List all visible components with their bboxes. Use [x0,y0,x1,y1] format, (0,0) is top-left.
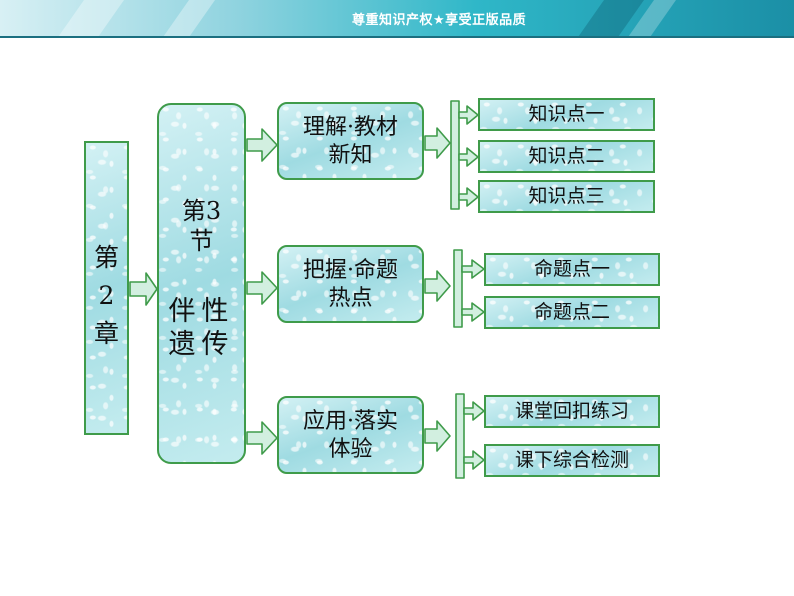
arrow-topic1-to-bracket [424,127,451,159]
knowledge-point-3[interactable]: 知识点三 [478,180,655,213]
section-title-line1: 伴性 [168,296,235,327]
section-title-line2: 遗传 [168,329,235,360]
proposition-point-1[interactable]: 命题点一 [484,253,660,286]
knowledge-point-1[interactable]: 知识点一 [478,98,655,131]
topic-apply-practice[interactable]: 应用·落实 体验 [277,396,424,474]
arrow-topic2-to-bracket [424,270,451,302]
header-bar: 尊重知识产权★享受正版品质 [0,0,794,36]
header-title: 尊重知识产权★享受正版品质 [352,13,527,28]
chapter-box: 第 2 章 [84,141,129,435]
chapter-char: 2 [98,281,115,310]
arrow-to-item [461,302,485,322]
header-divider [0,36,794,38]
after-class-comprehensive-test[interactable]: 课下综合检测 [484,444,660,477]
arrow-to-item [458,187,479,207]
arrow-section-to-topic1 [246,128,278,162]
knowledge-point-2[interactable]: 知识点二 [478,140,655,173]
arrow-chapter-to-section [129,272,158,306]
topic-title-line1: 把握·命题 [303,258,398,283]
topic-title-line2: 热点 [328,286,373,311]
section-suffix: 节 [189,227,214,255]
arrow-to-item [458,147,479,167]
arrow-section-to-topic2 [246,271,278,305]
topic-title-line2: 新知 [328,143,373,168]
proposition-point-2[interactable]: 命题点二 [484,296,660,329]
section-box: 第3 节 伴性 遗传 [157,103,246,464]
section-number: 第3 [181,197,222,225]
arrow-to-item [463,401,485,421]
chapter-label: 第 2 章 [86,239,127,353]
topic-title-line1: 理解·教材 [303,115,398,140]
arrow-section-to-topic3 [246,421,278,455]
bracket-group1 [450,100,460,210]
topic-grasp-hotspots[interactable]: 把握·命题 热点 [277,245,424,323]
classroom-review-exercise[interactable]: 课堂回扣练习 [484,395,660,428]
arrow-topic3-to-bracket [424,420,451,452]
bracket-group3 [455,393,465,479]
chapter-char: 第 [93,243,119,272]
bracket-group2 [453,249,463,328]
arrow-to-item [461,259,485,279]
arrow-to-item [458,105,479,125]
topic-title-line2: 体验 [328,437,373,462]
chapter-char: 章 [93,319,119,348]
topic-understand-textbook[interactable]: 理解·教材 新知 [277,102,424,180]
topic-title-line1: 应用·落实 [303,409,398,434]
arrow-to-item [463,450,485,470]
